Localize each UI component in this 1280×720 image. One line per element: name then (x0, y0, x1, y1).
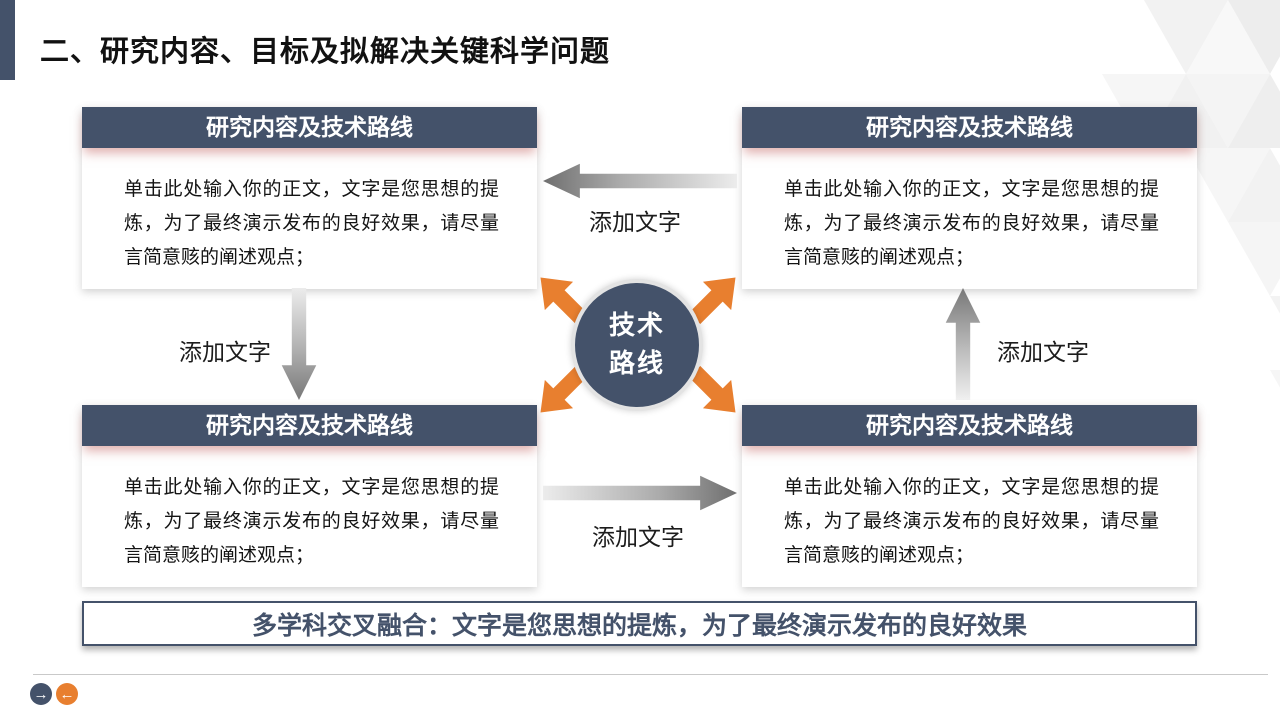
arrow-label-bottom: 添加文字 (592, 524, 684, 550)
center-circle-label-line2: 路线 (608, 348, 665, 378)
title-accent-bar (0, 0, 15, 80)
content-box-bottom-left: 研究内容及技术路线 单击此处输入你的正文，文字是您思想的提炼，为了最终演示发布的… (82, 405, 537, 587)
arrow-label-right: 添加文字 (997, 339, 1089, 365)
slide-title: 二、研究内容、目标及拟解决关键科学问题 (40, 36, 611, 68)
content-box-top-left: 研究内容及技术路线 单击此处输入你的正文，文字是您思想的提炼，为了最终演示发布的… (82, 107, 537, 289)
box-header: 研究内容及技术路线 (82, 107, 537, 148)
footer-divider (33, 674, 1268, 675)
gray-arrow-up-icon (945, 288, 981, 400)
prev-slide-button[interactable]: ← (56, 683, 78, 705)
box-body-text: 单击此处输入你的正文，文字是您思想的提炼，为了最终演示发布的良好效果，请尽量言简… (742, 446, 1197, 587)
box-header: 研究内容及技术路线 (82, 405, 537, 446)
center-circle-label-line1: 技术 (608, 310, 665, 341)
arrow-label-left: 添加文字 (179, 339, 271, 365)
arrow-label-top: 添加文字 (589, 209, 681, 235)
box-body-text: 单击此处输入你的正文，文字是您思想的提炼，为了最终演示发布的良好效果，请尽量言简… (82, 148, 537, 289)
next-slide-button[interactable]: → (30, 683, 52, 705)
box-header: 研究内容及技术路线 (742, 107, 1197, 148)
content-box-bottom-right: 研究内容及技术路线 单击此处输入你的正文，文字是您思想的提炼，为了最终演示发布的… (742, 405, 1197, 587)
box-header: 研究内容及技术路线 (742, 405, 1197, 446)
box-body-text: 单击此处输入你的正文，文字是您思想的提炼，为了最终演示发布的良好效果，请尽量言简… (82, 446, 537, 587)
box-body-text: 单击此处输入你的正文，文字是您思想的提炼，为了最终演示发布的良好效果，请尽量言简… (742, 148, 1197, 289)
summary-banner: 多学科交叉融合：文字是您思想的提炼，为了最终演示发布的良好效果 (82, 601, 1197, 646)
center-circle: 技术 路线 (571, 279, 703, 411)
right-arrow-icon: → (33, 685, 49, 703)
gray-arrow-left-icon (543, 163, 737, 199)
gray-arrow-right-icon (543, 475, 737, 511)
content-box-top-right: 研究内容及技术路线 单击此处输入你的正文，文字是您思想的提炼，为了最终演示发布的… (742, 107, 1197, 289)
left-arrow-icon: ← (59, 685, 75, 703)
